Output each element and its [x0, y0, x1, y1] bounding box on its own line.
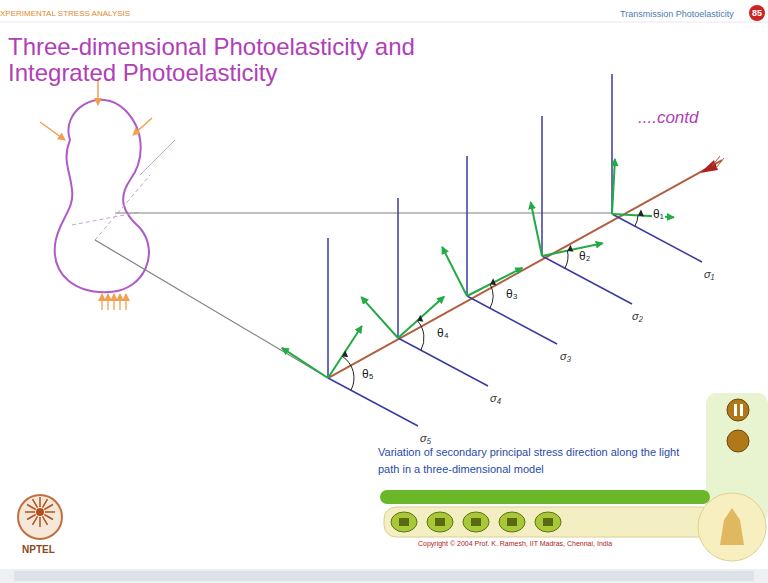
angle-arrow: [567, 245, 573, 252]
axis-label: σ₃: [560, 350, 571, 363]
axis-label: σ₂: [632, 310, 643, 323]
slide-title: Three-dimensional Photoelasticity and In…: [8, 34, 528, 87]
logo-text: NPTEL: [22, 544, 55, 556]
reference-axis: [398, 338, 488, 386]
progress-bar: [380, 490, 710, 504]
z-axis: [327, 238, 329, 378]
load-arrow: [125, 294, 126, 310]
light-path: [328, 160, 722, 378]
load-arrow: [107, 294, 108, 310]
copyright-note: Copyright © 2004 Prof. K. Ramesh, IIT Ma…: [418, 540, 612, 548]
principal-stress-direction: [442, 247, 467, 296]
z-axis: [466, 156, 468, 296]
axis-label: σ₄: [490, 392, 501, 405]
caption: Variation of secondary principal stress …: [378, 444, 700, 478]
nav-button: [463, 512, 489, 532]
principal-stress-direction: [328, 326, 362, 378]
axis-label: σ₅: [420, 432, 431, 445]
angle-arc: [417, 321, 424, 351]
angle-arrow: [638, 209, 644, 216]
load-arrow: [113, 294, 114, 310]
iitm-logo: [698, 493, 766, 561]
angle-arrow: [342, 350, 348, 357]
section-header: Transmission Photoelasticity: [620, 9, 734, 19]
nav-button: [427, 512, 453, 532]
angle-label: θ₁: [652, 208, 665, 222]
continued-note: ....contd: [638, 108, 698, 128]
angle-label: θ₄: [436, 327, 450, 341]
angle-arc: [635, 215, 638, 226]
reference-axis: [467, 296, 557, 344]
angle-arc: [565, 251, 568, 269]
principal-stress-direction: [612, 159, 615, 214]
z-axis: [541, 116, 543, 256]
course-header: XPERIMENTAL STRESS ANALYSIS: [0, 9, 130, 18]
page-badge: [749, 5, 765, 21]
principal-stress-direction: [542, 243, 603, 256]
angle-label: θ₂: [578, 250, 591, 264]
angle-arrow: [490, 278, 496, 285]
load-arrow: [101, 294, 102, 310]
principal-stress-direction: [531, 202, 542, 256]
load-arrow: [119, 294, 120, 310]
principal-stress-direction: [361, 297, 398, 338]
nav-button: [535, 512, 561, 532]
angle-arc: [490, 284, 493, 308]
angle-label: θ₃: [505, 288, 519, 302]
nav-button: [391, 512, 417, 532]
reference-axis: [328, 378, 418, 426]
axis-label: σ₁: [704, 268, 714, 281]
nav-button: [499, 512, 525, 532]
principal-stress-direction: [282, 348, 328, 378]
logo: [18, 495, 62, 539]
angle-label: θ₅: [361, 368, 375, 382]
angle-arc: [342, 356, 354, 390]
page-number: 85: [752, 8, 762, 18]
z-axis: [397, 198, 399, 338]
angle-arrow: [417, 315, 423, 322]
